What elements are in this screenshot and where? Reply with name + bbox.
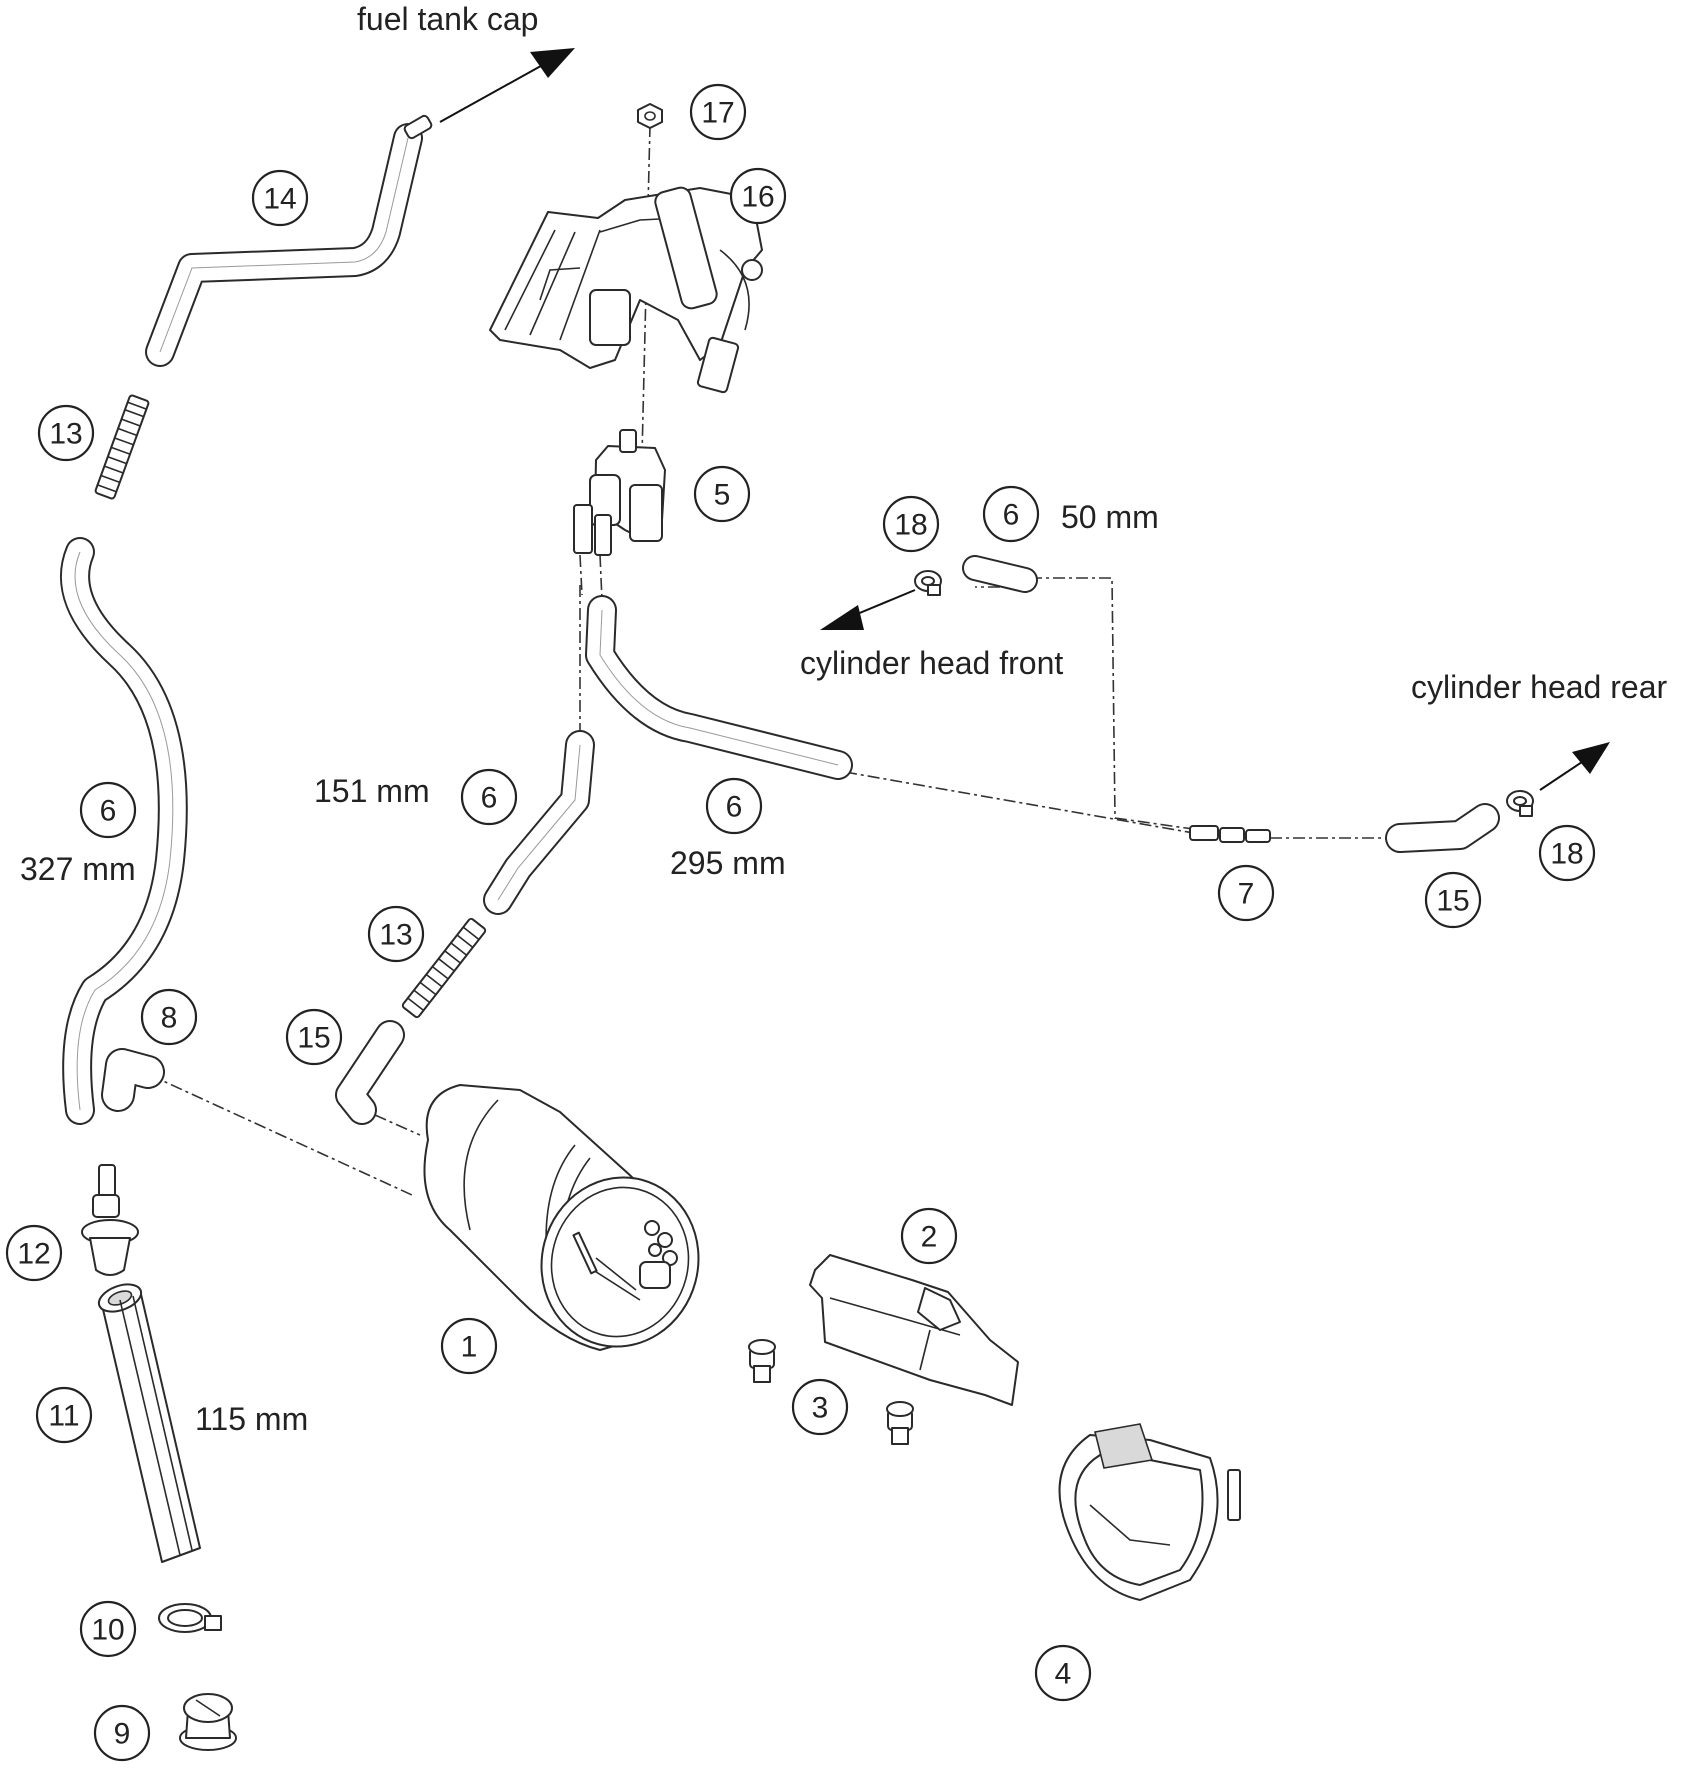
callout-5: 5 (693, 465, 751, 523)
callout-6-left: 6 (79, 781, 137, 839)
callout-6-upper: 6 (982, 485, 1040, 543)
svg-text:6: 6 (481, 782, 498, 815)
svg-text:13: 13 (49, 418, 82, 451)
plug-9 (179, 1693, 237, 1751)
callout-15-left: 15 (285, 1008, 343, 1066)
svg-text:7: 7 (1238, 878, 1255, 911)
svg-text:4: 4 (1055, 1658, 1072, 1691)
hose-14 (145, 114, 433, 367)
spring-clip-13-lower (401, 917, 487, 1019)
label-cylinder-head-rear: cylinder head rear (1411, 669, 1667, 705)
svg-text:10: 10 (91, 1614, 124, 1647)
svg-text:1: 1 (461, 1331, 478, 1364)
hose-6-mid (483, 730, 595, 915)
svg-text:6: 6 (100, 795, 117, 828)
svg-text:8: 8 (161, 1002, 178, 1035)
callout-16: 16 (729, 167, 787, 225)
cylinder-head-rear-arrow (1539, 742, 1610, 791)
label-length-327: 327 mm (20, 851, 136, 887)
callout-12: 12 (5, 1224, 63, 1282)
svg-text:15: 15 (297, 1022, 330, 1055)
svg-text:6: 6 (726, 791, 743, 824)
strap-4 (1058, 1423, 1241, 1601)
callout-18-left: 18 (882, 495, 940, 553)
svg-text:5: 5 (714, 479, 731, 512)
nut-17 (637, 103, 663, 129)
svg-text:12: 12 (17, 1238, 50, 1271)
label-length-115: 115 mm (195, 1401, 308, 1437)
label-cylinder-head-front: cylinder head front (800, 645, 1063, 681)
callout-3: 3 (791, 1378, 849, 1436)
hose-6-right (585, 595, 853, 780)
callout-13-upper: 13 (37, 404, 95, 462)
callout-6-right: 6 (705, 777, 763, 835)
screw-3-left (748, 1339, 776, 1383)
svg-text:15: 15 (1436, 885, 1469, 918)
label-length-151: 151 mm (314, 773, 430, 809)
svg-text:9: 9 (114, 1718, 131, 1751)
callout-9: 9 (93, 1704, 151, 1762)
callout-11: 11 (35, 1386, 93, 1444)
elbow-hose-15-right (1385, 803, 1500, 853)
tee-fitting-7 (1189, 825, 1271, 843)
charcoal-canister-1 (423, 1084, 700, 1351)
callout-13-lower: 13 (367, 905, 425, 963)
callout-8: 8 (140, 988, 198, 1046)
callout-18-right: 18 (1538, 824, 1596, 882)
svg-text:18: 18 (1550, 838, 1583, 871)
hose-clamp-10 (158, 1603, 222, 1633)
label-length-50: 50 mm (1061, 499, 1159, 535)
svg-text:6: 6 (1003, 499, 1020, 532)
label-length-295: 295 mm (670, 845, 786, 881)
hose-11 (97, 1283, 201, 1563)
callout-6-mid: 6 (460, 768, 518, 826)
bracket-2 (809, 1254, 1019, 1406)
elbow-fitting-8 (101, 1048, 165, 1112)
svg-text:13: 13 (379, 919, 412, 952)
label-fuel-tank-cap: fuel tank cap (357, 1, 538, 37)
svg-text:16: 16 (741, 181, 774, 214)
callout-2: 2 (900, 1207, 958, 1265)
hose-clamp-18-right (1506, 790, 1534, 817)
spring-clip-13-upper (94, 394, 150, 500)
hose-6-left (60, 537, 188, 1125)
svg-text:3: 3 (812, 1392, 829, 1425)
elbow-hose-15-left (335, 1020, 405, 1125)
screw-3-right (886, 1401, 914, 1445)
text-labels: fuel tank cap cylinder head front cylind… (20, 1, 1667, 1437)
svg-text:18: 18 (894, 509, 927, 542)
fitting-12 (81, 1164, 139, 1276)
callout-1: 1 (440, 1317, 498, 1375)
callout-10: 10 (79, 1600, 137, 1658)
callout-4: 4 (1034, 1644, 1092, 1702)
hose-6-short (962, 555, 1038, 593)
svg-text:11: 11 (48, 1400, 79, 1433)
svg-text:14: 14 (263, 183, 296, 216)
fuel-tank-cap-arrow (439, 48, 575, 123)
callout-17: 17 (689, 83, 747, 141)
callout-14: 14 (251, 169, 309, 227)
svg-text:17: 17 (701, 97, 734, 130)
callout-15-right: 15 (1424, 871, 1482, 929)
hose-clamp-18-left (914, 570, 942, 596)
svg-text:2: 2 (921, 1221, 938, 1254)
cylinder-head-front-arrow (820, 589, 916, 630)
callout-7: 7 (1217, 864, 1275, 922)
valve-5 (573, 429, 666, 556)
upper-bracket-assembly-16 (489, 186, 763, 394)
